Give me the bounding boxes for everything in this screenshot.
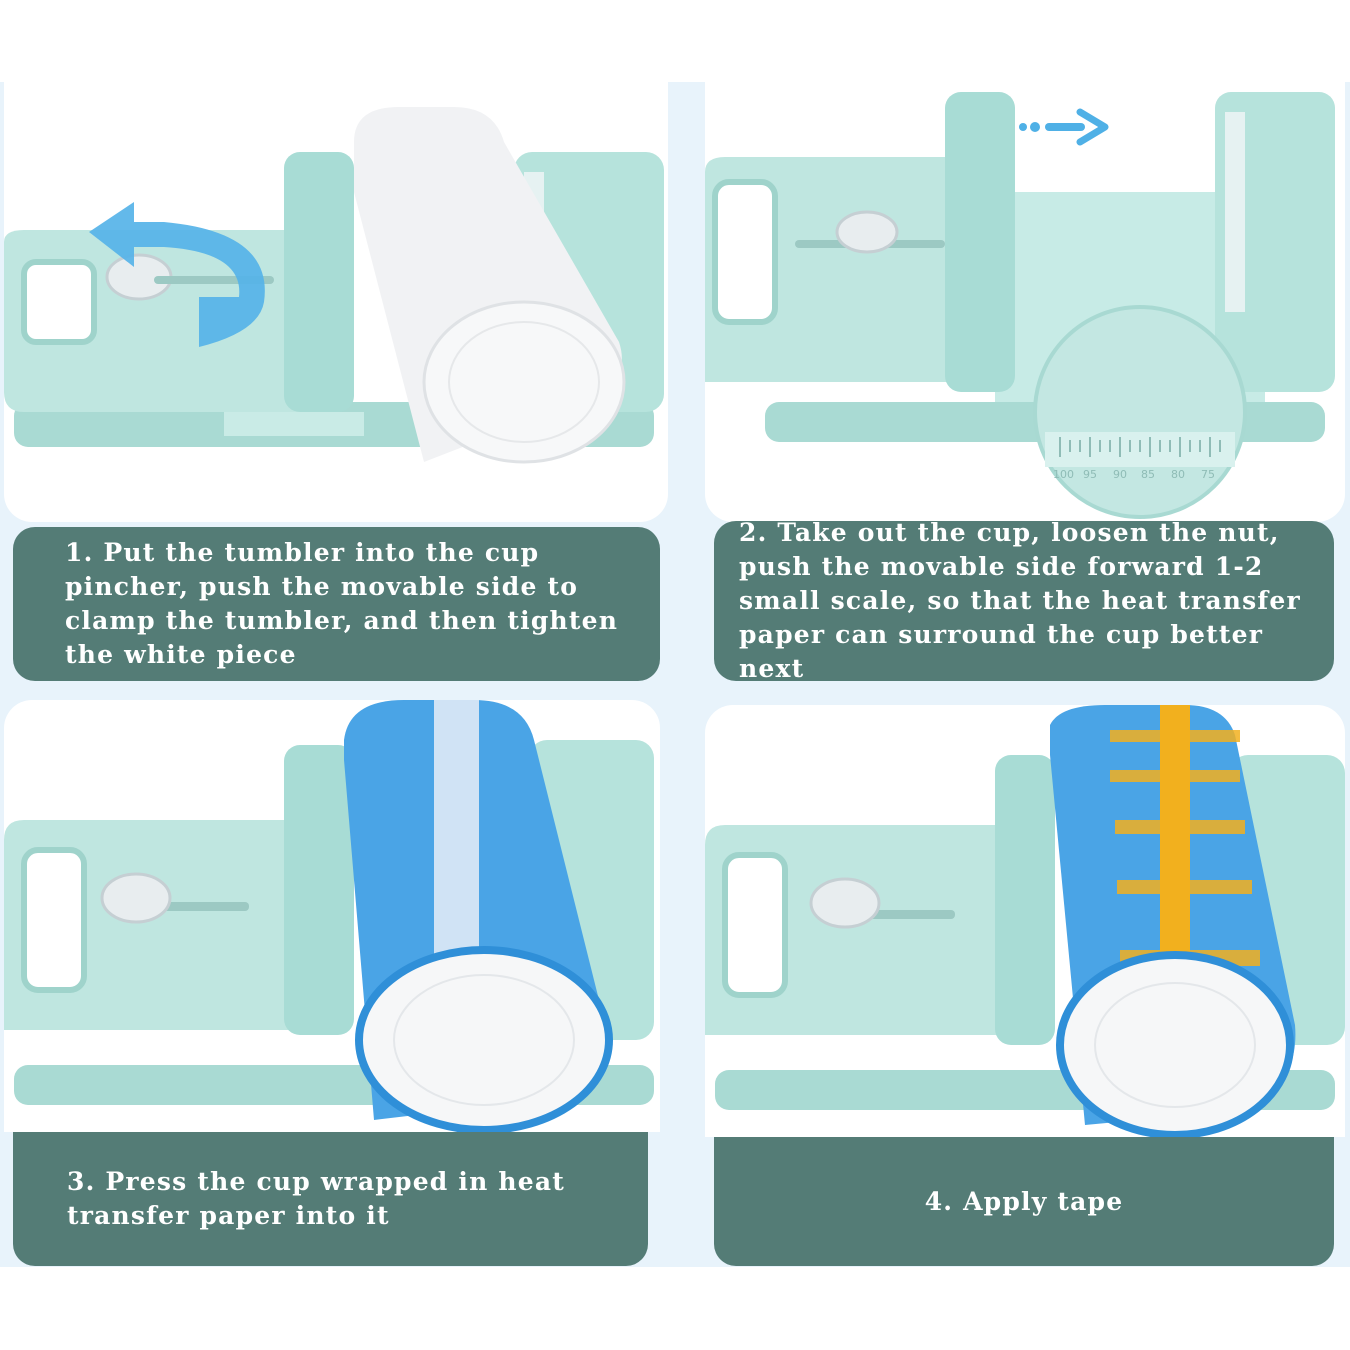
knob	[835, 210, 899, 254]
step-1-caption-text: 1. Put the tumbler into the cup pincher,…	[65, 538, 619, 669]
push-forward-arrow-icon	[1019, 108, 1109, 146]
movable-side	[945, 92, 1015, 392]
rotate-arrow-icon	[89, 202, 265, 347]
movable-side	[284, 152, 354, 412]
machine-tray	[705, 157, 1005, 382]
step-2-caption: 2. Take out the cup, loosen the nut, pus…	[714, 518, 1334, 683]
movable-side	[284, 745, 354, 1035]
scale-label: 95	[1083, 468, 1097, 481]
step-3-image	[4, 700, 660, 1132]
magnified-scale	[1033, 305, 1247, 519]
scale-label: 100	[1053, 468, 1074, 481]
scale-label: 85	[1141, 468, 1155, 481]
scale-label: 80	[1171, 468, 1185, 481]
scale-ticks	[1059, 437, 1221, 457]
step-3-caption-text: 3. Press the cup wrapped in heat transfe…	[67, 1167, 565, 1230]
scale-label: 90	[1113, 468, 1127, 481]
step-1-image	[4, 82, 668, 522]
knob	[809, 877, 881, 929]
scale-label: 75	[1201, 468, 1215, 481]
step-4-caption: 4. Apply tape	[714, 1137, 1334, 1266]
tray-handle-slot	[21, 847, 87, 993]
step-4-image	[705, 705, 1345, 1137]
cup-bottom	[355, 946, 613, 1132]
tumbler-bottom	[422, 300, 626, 464]
tray-handle-slot	[722, 852, 788, 998]
step-2-image: 100 95 90 85 80 75	[705, 82, 1345, 522]
movable-side	[995, 755, 1055, 1045]
knob	[100, 872, 172, 924]
tray-handle-slot	[21, 259, 97, 345]
step-4-caption-text: 4. Apply tape	[924, 1186, 1124, 1216]
cup-bottom	[1056, 951, 1294, 1137]
step-1-caption: 1. Put the tumbler into the cup pincher,…	[13, 527, 660, 681]
tray-handle-slot	[712, 179, 778, 325]
step-2-caption-text: 2. Take out the cup, loosen the nut, pus…	[739, 518, 1301, 683]
step-3-caption: 3. Press the cup wrapped in heat transfe…	[13, 1132, 648, 1266]
